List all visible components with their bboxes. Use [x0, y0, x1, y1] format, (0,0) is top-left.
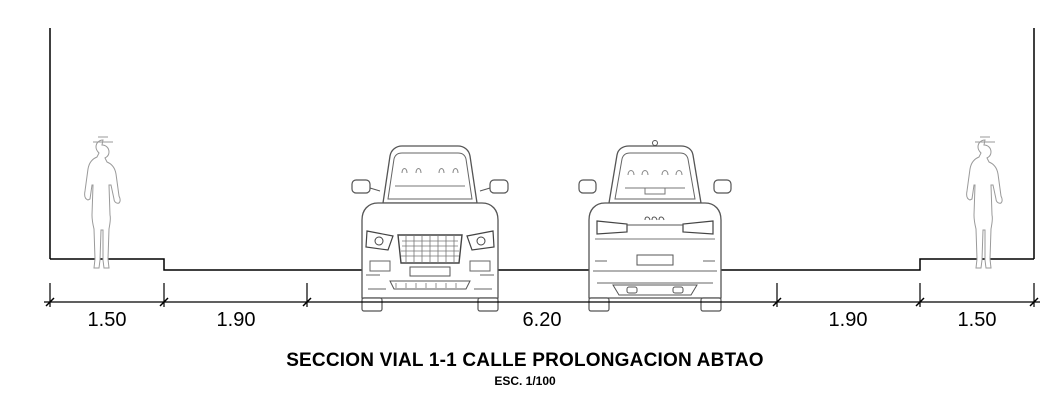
- dimension-label-right-sidewalk: 1.50: [957, 309, 997, 331]
- dimension-label-right-parking: 1.90: [828, 309, 868, 331]
- car-rear-icon: [578, 139, 732, 312]
- section-title: SECCION VIAL 1-1 CALLE PROLONGACION ABTA…: [286, 350, 764, 371]
- dimension-label-roadway: 6.20: [522, 309, 562, 331]
- dimension-label-left-parking: 1.90: [216, 309, 256, 331]
- dimension-label-left-sidewalk: 1.50: [87, 309, 127, 331]
- scale-label: ESC. 1/100: [494, 374, 556, 388]
- section-profile: [49, 28, 1035, 271]
- pedestrian-icon: [966, 136, 1003, 269]
- car-front-icon: [351, 145, 509, 312]
- pedestrian-icon: [84, 136, 121, 269]
- dimension-line: [44, 283, 1040, 307]
